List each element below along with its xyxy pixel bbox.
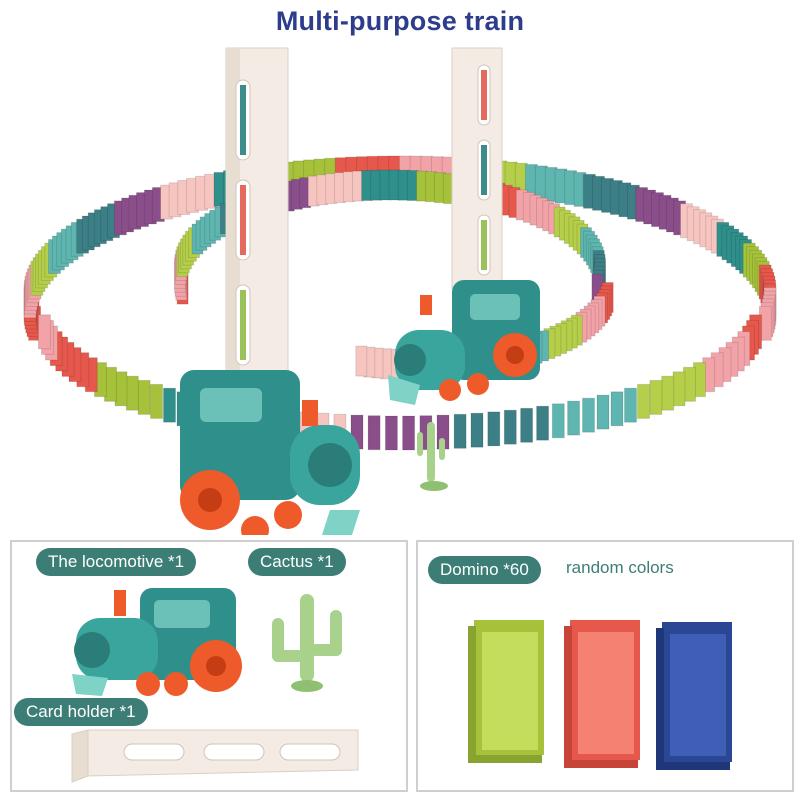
domino-piece [37, 314, 51, 350]
domino-piece [637, 383, 650, 419]
domino-piece [367, 415, 381, 451]
train-front [180, 370, 360, 535]
cactus-label: Cactus *1 [248, 548, 346, 576]
domino-loops [23, 155, 777, 451]
domino-piece [596, 394, 610, 430]
train-locomotive-icon [72, 588, 242, 696]
scene-cactus [417, 422, 448, 491]
domino-piece [137, 379, 151, 415]
domino-piece [551, 403, 565, 439]
domino-piece [582, 397, 595, 433]
domino-piece [384, 415, 398, 451]
card-holder-label: Card holder *1 [14, 698, 148, 726]
domino-piece [661, 375, 675, 411]
domino-piece [567, 400, 581, 436]
domino-piece [503, 409, 517, 445]
cactus-icon [272, 594, 342, 692]
locomotive-label: The locomotive *1 [36, 548, 197, 576]
domino-piece [125, 375, 139, 411]
page-title: Multi-purpose train [275, 6, 525, 36]
domino-piece [520, 407, 534, 443]
card-holder-icon [71, 729, 359, 783]
domino-piece [355, 345, 368, 377]
domino-piece [672, 371, 686, 407]
domino-piece [536, 405, 550, 441]
tower-right [451, 47, 503, 289]
domino-piece [470, 412, 484, 448]
train-back [388, 280, 540, 405]
domino-icon [468, 620, 732, 770]
domino-track-scene [23, 47, 777, 535]
contents-panel-left: The locomotive *1 Cactus *1 Card holder … [10, 540, 408, 792]
domino-piece [624, 387, 637, 423]
domino-piece [487, 411, 501, 447]
domino-piece [402, 415, 416, 451]
domino-piece [610, 391, 624, 427]
hero-illustration [0, 40, 800, 535]
domino-label: Domino *60 [428, 556, 541, 584]
domino-note: random colors [566, 558, 674, 577]
domino-piece [150, 383, 163, 419]
domino-piece [649, 379, 663, 415]
domino-piece [453, 413, 467, 449]
contents-panel-right: Domino *60 random colors [416, 540, 794, 792]
domino-piece [163, 387, 176, 423]
tower-left [225, 47, 289, 394]
